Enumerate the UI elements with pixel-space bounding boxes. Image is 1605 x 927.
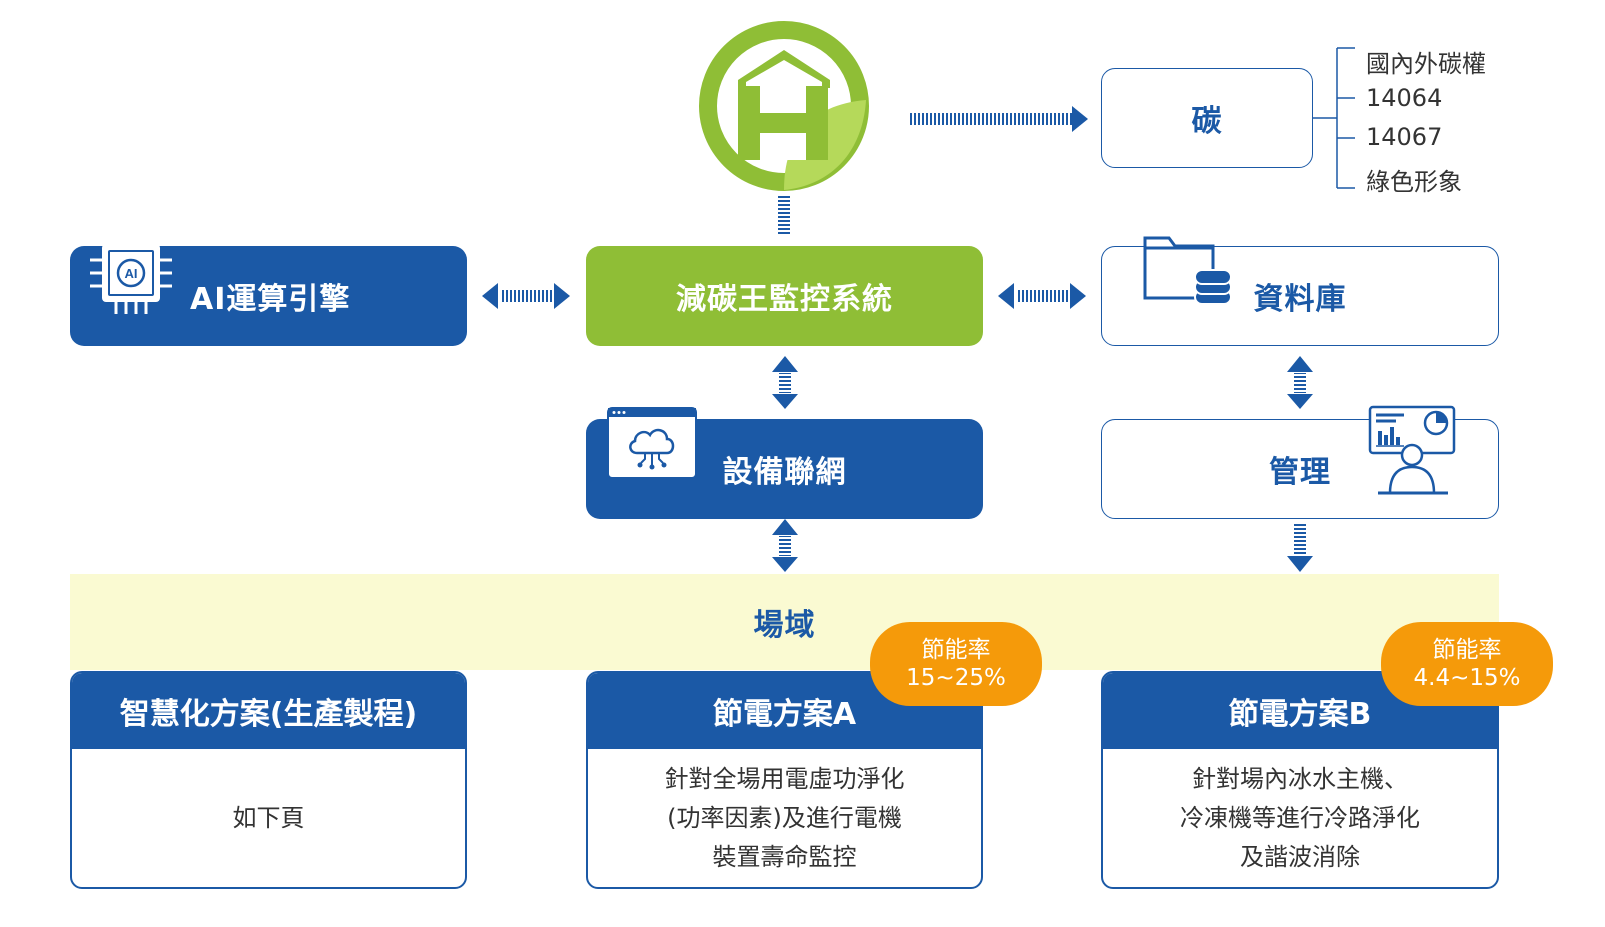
card-line: 針對全場用電虛功淨化: [664, 764, 905, 793]
carbon-item: 國內外碳權: [1366, 50, 1486, 78]
card-line: 裝置壽命監控: [712, 842, 857, 871]
ai-chip-icon: AI: [90, 232, 172, 314]
field-label: 場域: [753, 608, 816, 643]
monitor-database-arrow: [998, 283, 1086, 309]
carbon-item: 綠色形象: [1366, 168, 1462, 196]
logo-to-carbon-arrow: [910, 106, 1088, 132]
monitor-system-box: 減碳王監控系統: [586, 246, 983, 346]
management-field-arrow: [1287, 524, 1313, 572]
card-line: 針對場內冰水主機、: [1192, 764, 1408, 793]
badge-value: 4.4~15%: [1413, 665, 1521, 691]
field-band: 場域: [70, 574, 1499, 670]
carbon-item: 14064: [1366, 84, 1443, 112]
management-label: 管理: [1269, 455, 1331, 490]
house-leaf-logo: [699, 21, 869, 191]
carbon-label: 碳: [1191, 104, 1223, 139]
solution-card: 智慧化方案(生產製程) 如下頁: [70, 671, 467, 889]
card-title: 智慧化方案(生產製程): [72, 673, 465, 749]
folder-database-icon: [1143, 236, 1232, 305]
card-line: 冷凍機等進行冷路淨化: [1180, 803, 1420, 832]
database-label: 資料庫: [1253, 282, 1347, 317]
carbon-bracket: [1313, 47, 1355, 189]
svg-text:AI: AI: [125, 266, 138, 281]
database-management-arrow: [1287, 356, 1313, 409]
logo-to-monitor-connector: [778, 196, 790, 236]
carbon-box: 碳: [1101, 68, 1313, 168]
iot-label: 設備聯網: [722, 455, 847, 490]
cloud-network-icon: [607, 407, 697, 479]
iot-field-arrow: [772, 519, 798, 572]
savings-badge: 節能率 15~25%: [870, 622, 1042, 706]
dashboard-person-icon: [1368, 405, 1456, 495]
carbon-item: 14067: [1366, 123, 1443, 151]
solution-card: 節電方案B 針對場內冰水主機、 冷凍機等進行冷路淨化 及諧波消除: [1101, 671, 1499, 889]
savings-badge: 節能率 4.4~15%: [1381, 622, 1553, 706]
ai-engine-label: AI運算引擎: [190, 282, 351, 317]
ai-monitor-arrow: [482, 283, 570, 309]
badge-label: 節能率: [921, 637, 991, 663]
monitor-iot-arrow: [772, 356, 798, 409]
card-line: (功率因素)及進行電機: [667, 803, 902, 832]
badge-value: 15~25%: [906, 665, 1006, 691]
card-line: 如下頁: [232, 803, 305, 832]
card-line: 及諧波消除: [1240, 842, 1360, 871]
monitor-system-label: 減碳王監控系統: [676, 282, 893, 317]
badge-label: 節能率: [1432, 637, 1502, 663]
